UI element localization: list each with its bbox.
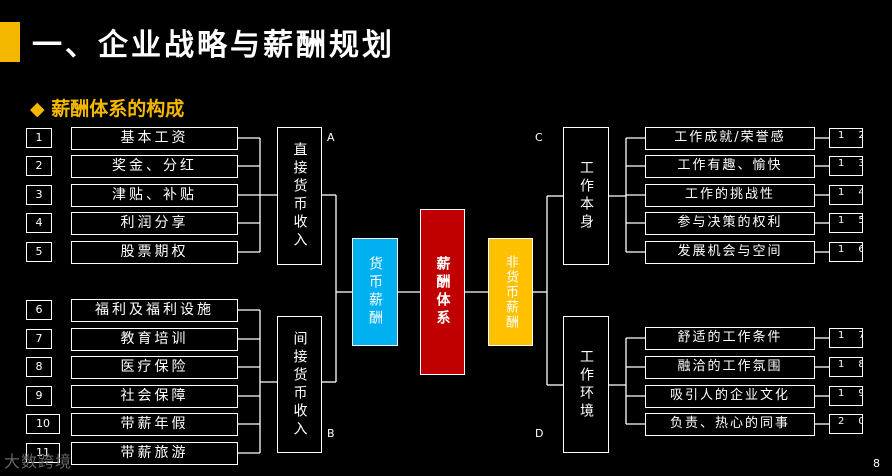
item-number: 4 <box>26 213 52 233</box>
indirect-item-training: 教育培训 <box>71 328 238 351</box>
env-item-atmosphere: 融洽的工作氛围 <box>645 356 815 379</box>
indirect-income-label: 间接货币收入 <box>291 330 308 439</box>
page-title: 一、企业战略与薪酬规划 <box>32 28 395 63</box>
label-d: D <box>535 427 544 440</box>
direct-income-box: 直接货币收入 <box>277 127 322 265</box>
env-item-conditions: 舒适的工作条件 <box>645 327 815 350</box>
direct-item-allowance: 津贴、补贴 <box>71 184 238 207</box>
non-monetary-compensation-box: 非货币薪酬 <box>488 238 533 346</box>
item-number: 14 <box>829 185 863 205</box>
item-number: 13 <box>829 156 863 176</box>
item-number: 18 <box>829 357 863 377</box>
indirect-item-paid-travel: 带薪旅游 <box>71 442 238 465</box>
label-a: A <box>327 131 335 144</box>
item-number: 1 <box>26 128 52 148</box>
item-number: 11 <box>26 443 60 463</box>
indirect-item-social-security: 社会保障 <box>71 385 238 408</box>
work-environment-box: 工作环境 <box>563 316 609 453</box>
indirect-item-paid-leave: 带薪年假 <box>71 413 238 436</box>
indirect-item-medical: 医疗保险 <box>71 356 238 379</box>
item-number: 12 <box>829 128 863 148</box>
label-c: C <box>535 131 543 144</box>
item-number: 8 <box>26 357 52 377</box>
item-number: 16 <box>829 242 863 262</box>
item-number: 2 <box>26 156 52 176</box>
direct-item-bonus: 奖金、分红 <box>71 155 238 178</box>
label-b: B <box>327 427 335 440</box>
env-item-colleagues: 负责、热心的同事 <box>645 413 815 436</box>
non-monetary-label: 非货币薪酬 <box>503 254 518 330</box>
work-item-achievement: 工作成就/荣誉感 <box>645 127 815 150</box>
item-number: 10 <box>26 414 60 434</box>
env-item-culture: 吸引人的企业文化 <box>645 385 815 408</box>
work-itself-box: 工作本身 <box>563 127 609 265</box>
work-item-development: 发展机会与空间 <box>645 241 815 264</box>
direct-item-basic-salary: 基本工资 <box>71 127 238 150</box>
work-itself-label: 工作本身 <box>578 160 594 232</box>
direct-item-profit-sharing: 利润分享 <box>71 212 238 235</box>
watermark: 大数跨境 <box>4 452 73 471</box>
compensation-system-box: 薪酬体系 <box>420 209 465 375</box>
item-number: 7 <box>26 329 52 349</box>
item-number: 3 <box>26 185 52 205</box>
work-environment-label: 工作环境 <box>578 348 594 421</box>
monetary-label: 货币薪酬 <box>367 256 383 328</box>
item-number: 20 <box>829 414 863 434</box>
title-accent-bar <box>0 22 20 62</box>
item-number: 17 <box>829 328 863 348</box>
item-number: 19 <box>829 386 863 406</box>
work-item-decision-rights: 参与决策的权利 <box>645 212 815 235</box>
compensation-system-label: 薪酬体系 <box>434 256 451 328</box>
item-number: 15 <box>829 213 863 233</box>
work-item-challenge: 工作的挑战性 <box>645 184 815 207</box>
direct-income-label: 直接货币收入 <box>291 142 308 250</box>
page-number: 8 <box>873 457 880 470</box>
indirect-income-box: 间接货币收入 <box>277 316 322 453</box>
item-number: 5 <box>26 242 52 262</box>
indirect-item-welfare: 福利及福利设施 <box>71 299 238 322</box>
item-number: 9 <box>26 386 52 406</box>
item-number: 6 <box>26 300 52 320</box>
work-item-fun: 工作有趣、愉快 <box>645 155 815 178</box>
section-subtitle: ◆ 薪酬体系的构成 <box>30 98 185 120</box>
monetary-compensation-box: 货币薪酬 <box>352 238 398 346</box>
direct-item-stock-options: 股票期权 <box>71 241 238 264</box>
